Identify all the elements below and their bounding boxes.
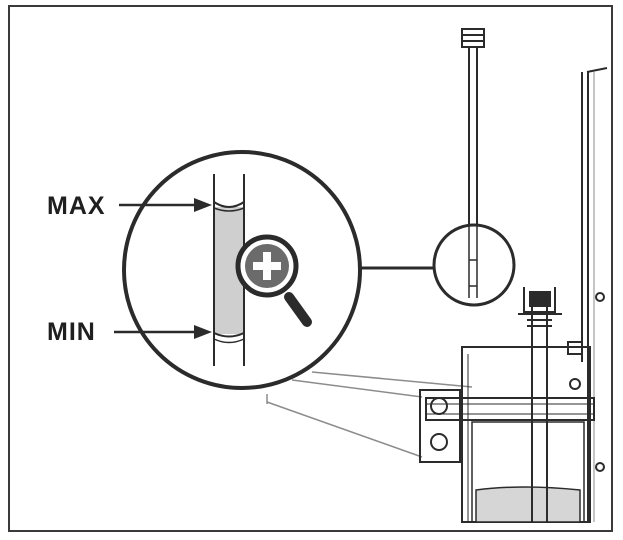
diagram-frame: MAX MIN <box>8 5 613 532</box>
min-indicator: MIN <box>47 318 212 346</box>
min-arrow-head <box>194 325 212 339</box>
magnifier-plus-icon <box>235 234 312 327</box>
detail-circle-small <box>432 223 516 307</box>
max-arrow-head <box>194 198 212 212</box>
dipstick <box>461 28 485 232</box>
max-label: MAX <box>47 192 106 220</box>
max-indicator: MAX <box>47 192 212 220</box>
min-label: MIN <box>47 318 96 346</box>
oil-level-diagram: MAX MIN <box>47 28 608 523</box>
machine-body <box>266 67 608 523</box>
